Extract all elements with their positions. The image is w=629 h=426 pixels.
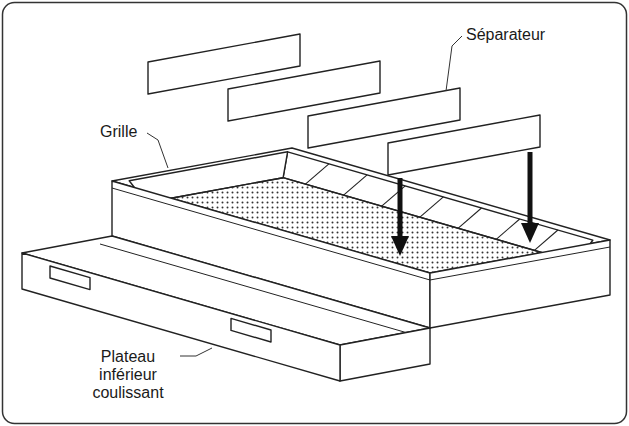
drawer-front — [22, 253, 340, 381]
leader-line — [446, 36, 462, 91]
drawer-side — [340, 328, 430, 381]
part-label: Plateau inférieur coulissant — [78, 348, 178, 402]
frame — [3, 3, 627, 424]
arrow-shaft — [398, 178, 403, 238]
drawer-handle — [231, 318, 271, 342]
drawer — [22, 236, 430, 381]
part-label: Grille — [100, 123, 150, 141]
right-end-wall — [430, 240, 610, 328]
arrow-head — [391, 236, 409, 256]
separator-plate — [388, 115, 540, 175]
leader-line — [180, 348, 212, 356]
leader-lines — [147, 36, 462, 356]
arrow-head — [521, 223, 539, 243]
drawer-handle — [50, 266, 90, 290]
arrow-shaft — [528, 152, 533, 225]
separators — [148, 34, 540, 175]
insert-arrows — [391, 152, 539, 256]
end-lip — [430, 247, 610, 280]
grill-ribs — [305, 164, 558, 251]
part-label: Séparateur — [466, 26, 576, 44]
leader-line — [147, 133, 168, 168]
